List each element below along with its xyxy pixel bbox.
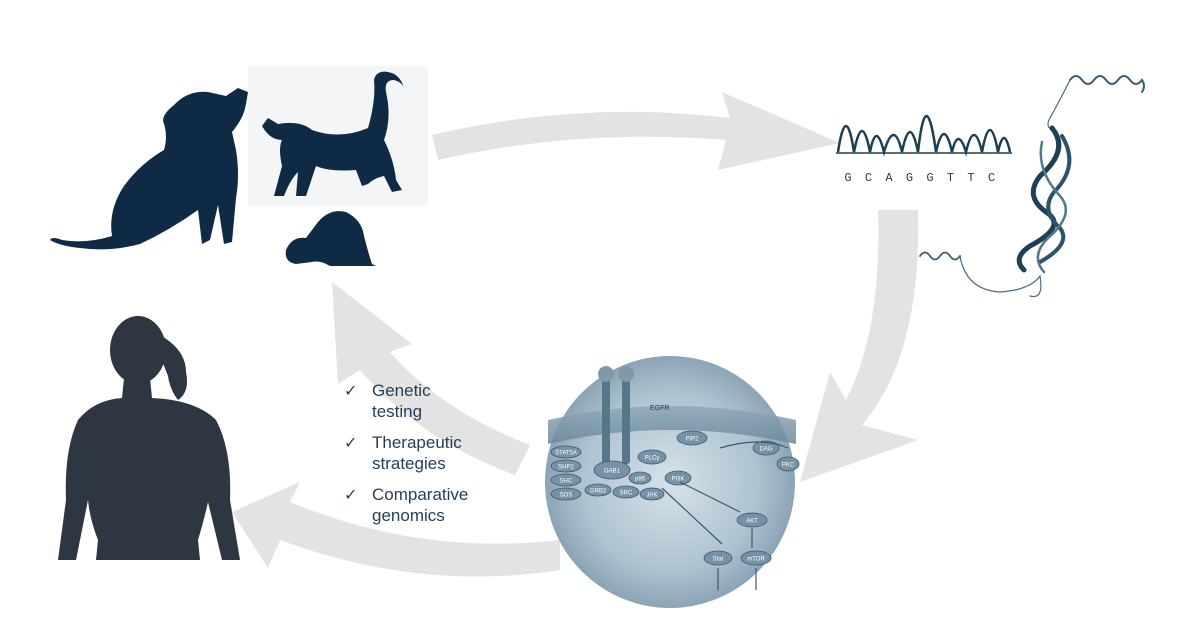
pathway-node: p85: [628, 471, 652, 485]
pathway-node: JAK: [639, 487, 665, 501]
pathway-node-label: GAB1: [604, 469, 621, 475]
benefit-text-2b: strategies: [372, 454, 446, 473]
benefit-item-comparative-genomics: ✓ Comparative genomics: [344, 484, 544, 526]
cycle-arrows: [232, 92, 919, 577]
rodent-silhouette: [285, 211, 376, 266]
sequence-letter: G: [926, 171, 933, 185]
benefit-text-3a: Comparative: [372, 485, 469, 504]
check-icon: ✓: [344, 485, 358, 504]
pathway-arrows: [661, 441, 789, 590]
pathway-node: SOS: [550, 487, 582, 501]
pathway-node: SHP2: [550, 459, 582, 473]
pathway-node-label: SHP2: [558, 465, 574, 471]
sequence-letter: A: [885, 171, 893, 185]
check-icon: ✓: [344, 381, 358, 400]
protein-tail: [959, 255, 1042, 298]
pathway-node-label: JAK: [646, 493, 657, 499]
pathway-node-label: p85: [635, 477, 646, 483]
arrow-animals-to-sequence: [432, 92, 840, 170]
protein-sheet-2: [1038, 134, 1072, 264]
pathway-node-label: PI3K: [671, 477, 684, 483]
benefit-text-2a: Therapeutic: [372, 433, 462, 452]
egfr-receptor-a: [602, 372, 610, 464]
protein-loop: [1047, 79, 1071, 133]
sequence-letter: T: [967, 171, 974, 185]
pathway-node-label: Stat: [713, 557, 724, 563]
arrow-pathway-to-human: [232, 482, 560, 577]
dog-silhouette: [50, 88, 248, 250]
pathway-node: Stat: [703, 550, 733, 566]
pathway-node-label: PLCγ: [645, 456, 660, 462]
pathway-node-label: SOS: [560, 493, 573, 499]
benefits-list: ✓ Genetic testing ✓ Therapeutic strategies ✓…: [344, 380, 544, 536]
pathway-node-label: SRC: [620, 491, 633, 497]
pathway-node: DAG: [752, 440, 780, 456]
pathway-node: PLCγ: [637, 449, 667, 465]
pathway-node: STAT5A: [550, 445, 582, 459]
sequence-letter: G: [844, 171, 851, 185]
protein-helix-top: [1069, 75, 1145, 93]
human-silhouette: [58, 316, 240, 560]
arrow-pathway-to-animals: [332, 282, 530, 475]
pathway-node: PIP2: [676, 430, 708, 446]
arrow-protein-to-pathway: [800, 210, 919, 482]
pathway-node-label: DAG: [759, 447, 772, 453]
egfr-receptor-b: [622, 372, 630, 464]
pathway-node-label: STAT5A: [555, 451, 577, 457]
protein-sheet-3: [1036, 140, 1068, 274]
benefit-item-genetic-testing: ✓ Genetic testing: [344, 380, 544, 422]
pathway-node: PI3K: [664, 470, 692, 486]
check-icon: ✓: [344, 433, 358, 452]
pathway-node: SHC: [550, 473, 582, 487]
animal-models: [50, 66, 428, 266]
benefit-text-3b: genomics: [372, 506, 445, 525]
pathway-node: GAB1: [593, 460, 631, 480]
chromatogram-trace: [836, 115, 1012, 157]
sequence-letter: T: [947, 171, 954, 185]
pathway-node: mTOR: [740, 550, 772, 566]
sequence-letter: C: [865, 171, 872, 185]
pathway-node: PKC: [776, 456, 800, 472]
pathway-node-label: AKT: [746, 519, 758, 525]
pathway-node: GRB2: [584, 483, 612, 497]
benefit-text-1a: Genetic: [372, 381, 431, 400]
benefit-item-therapeutic-strategies: ✓ Therapeutic strategies: [344, 432, 544, 474]
cat-silhouette: [262, 71, 404, 196]
protein-helix-bottom: [919, 251, 961, 261]
pathway-node-label: GRB2: [590, 489, 607, 495]
protein-structure: [919, 75, 1145, 298]
pathway-label-egfr: EGFR: [650, 405, 669, 412]
pathway-node-label: PKC: [782, 463, 795, 469]
pathway-node-label: mTOR: [747, 557, 765, 563]
protein-sheet: [1016, 125, 1062, 273]
pathway-node: AKT: [736, 512, 768, 528]
pathway-node: SRC: [612, 485, 640, 499]
pathway-node-label: PIP2: [685, 437, 699, 443]
pathway-node-label: SHC: [560, 479, 573, 485]
benefit-text-1b: testing: [372, 402, 423, 421]
sequence-letter: C: [988, 171, 995, 185]
sequence-letter: G: [906, 171, 913, 185]
